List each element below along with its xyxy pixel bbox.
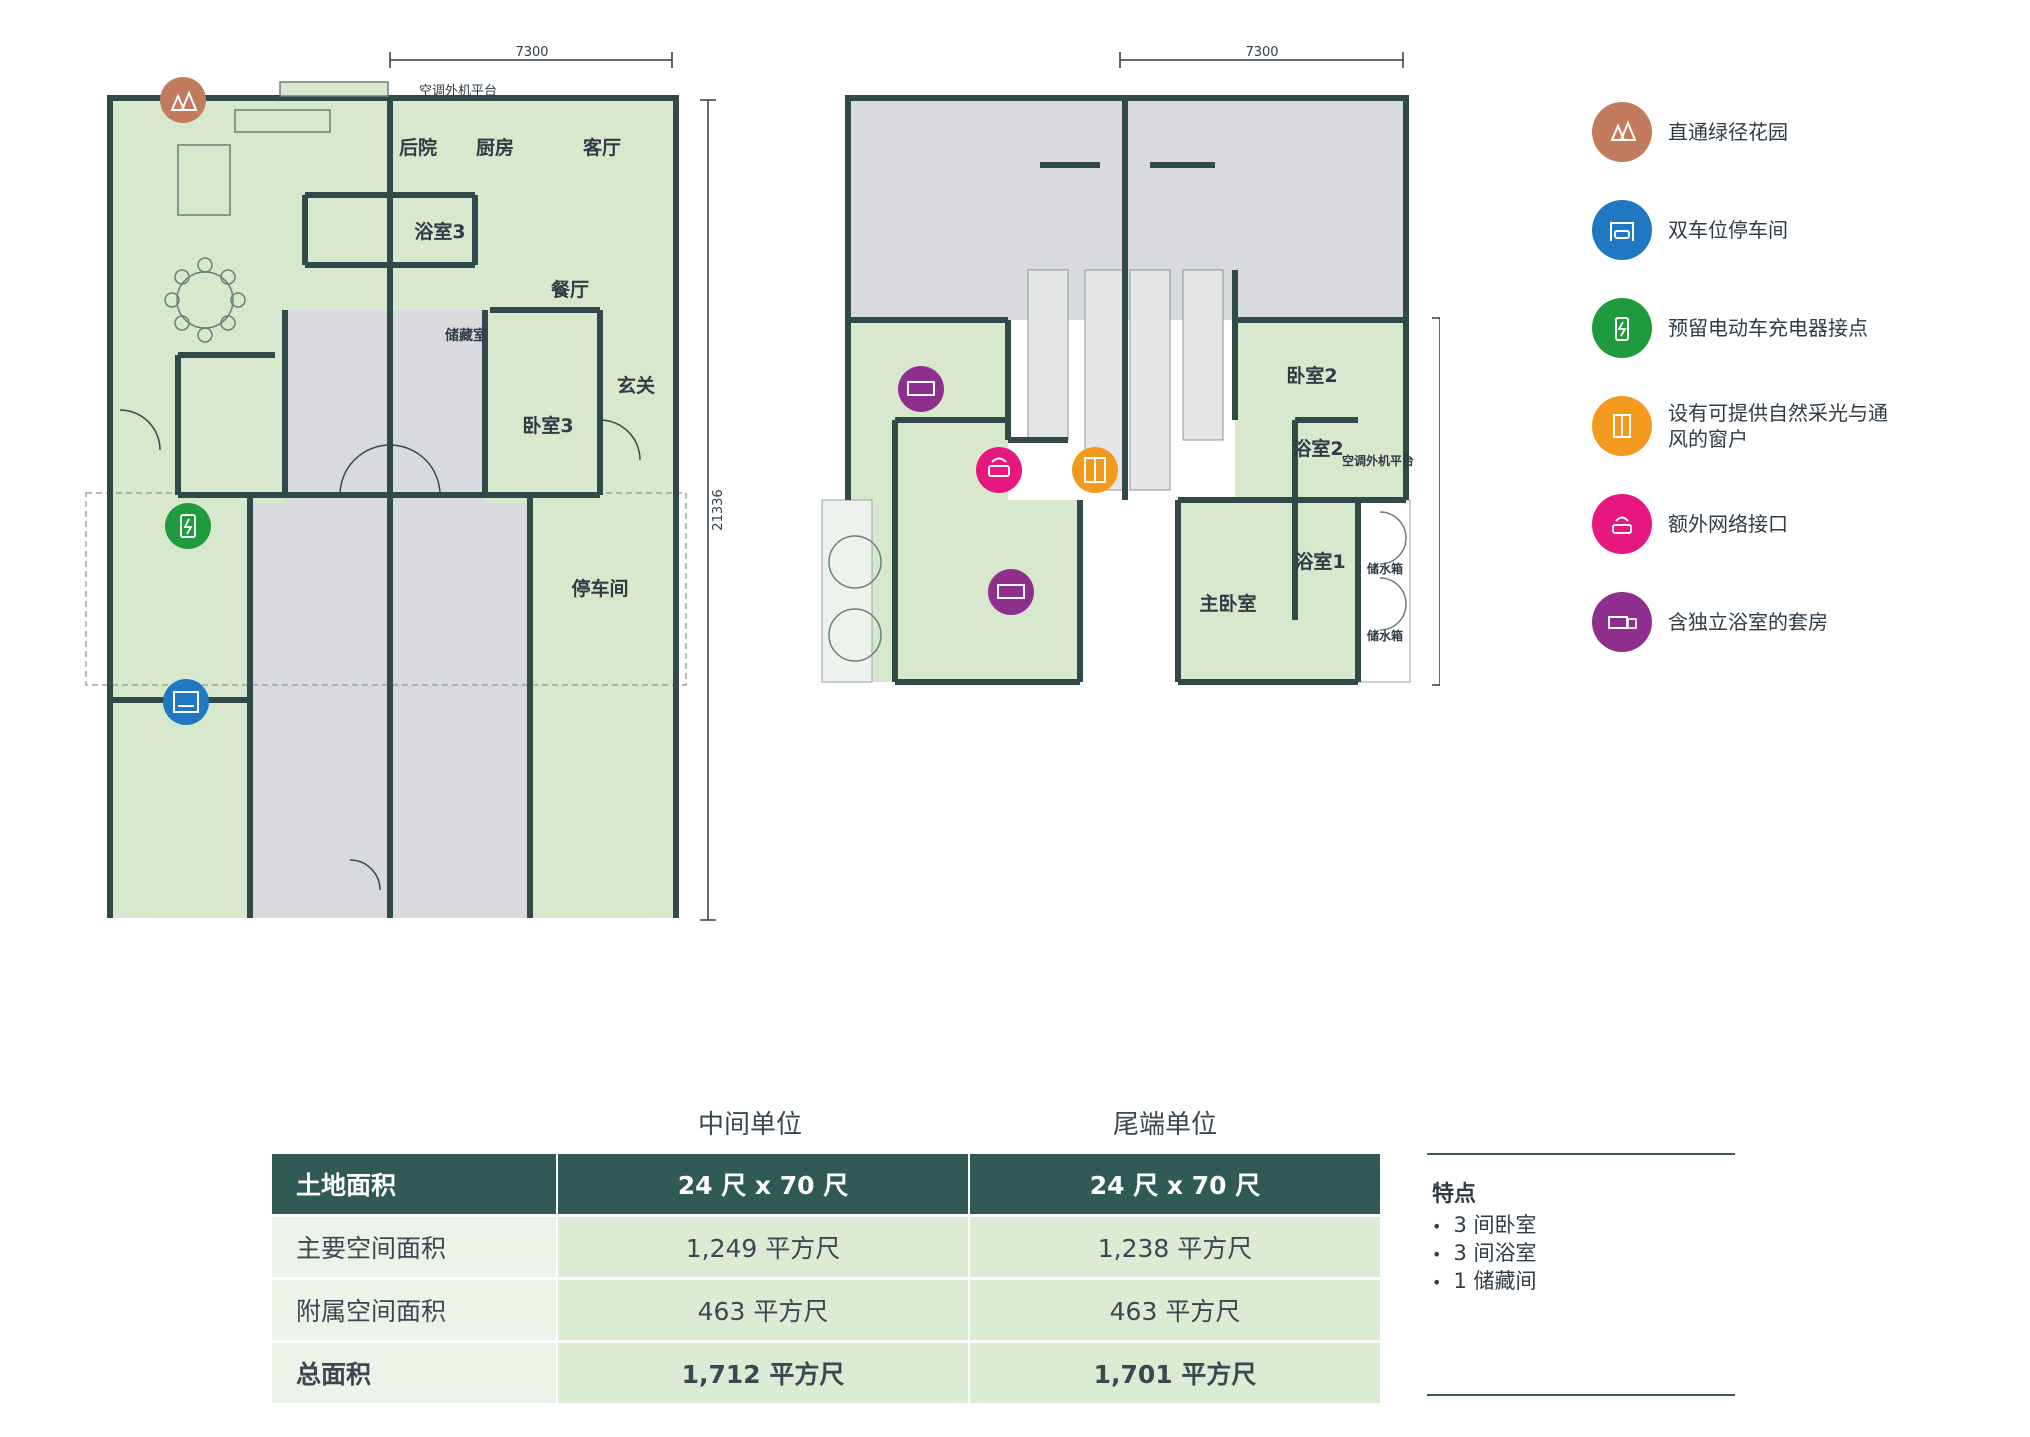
ground-label-carport: 停车间 [571,577,628,600]
ground-label-bedroom3: 卧室3 [522,414,573,437]
sofa [177,144,231,216]
row-label: 附属空间面积 [272,1277,557,1342]
water-tanks-left [828,535,882,662]
ground-walls [107,95,679,918]
first-dim-width-label: 7300 [1245,45,1278,60]
ensuite-bed-icon [1592,592,1652,652]
cell-middle: 1,249 平方尺 [556,1214,969,1279]
row-label: 总面积 [272,1340,557,1403]
cell-end: 1,238 平方尺 [968,1214,1380,1279]
table-row-land: 土地面积 24 尺 x 70 尺 24 尺 x 70 尺 [272,1154,1380,1216]
table-row-total: 总面积 1,712 平方尺 1,701 平方尺 [272,1340,1380,1403]
plan-window-icon [1072,447,1118,493]
legend-item-window: 设有可提供自然采光与通风的窗户 [1592,396,1888,456]
first-dim-width [1119,52,1404,68]
legend-item-router: 额外网络接口 [1592,494,1788,554]
ground-dim-width [389,52,673,68]
cell-middle: 1,712 平方尺 [556,1340,969,1403]
first-label-bath2: 浴室2 [1292,437,1343,460]
cell-middle: 463 平方尺 [556,1277,969,1342]
features-top-rule [1427,1153,1735,1155]
legend-item-garage: 双车位停车间 [1592,200,1788,260]
ground-label-kitchen: 厨房 [476,136,514,159]
feature-item: 3 间浴室 [1432,1240,1536,1268]
left-ledge [821,499,873,683]
table-row-main: 主要空间面积 1,249 平方尺 1,238 平方尺 [272,1214,1380,1279]
plan-garage-icon [163,679,209,725]
first-floor-plan: 7300 9535 [821,45,1440,686]
legend-item-ensuite: 含独立浴室的套房 [1592,592,1828,652]
ac-ledge-box [279,81,389,97]
row-label: 主要空间面积 [272,1214,557,1279]
stair-grey [285,310,485,503]
first-walls [845,95,1409,685]
tank-ledge [1357,499,1411,683]
legend-label-garage: 双车位停车间 [1668,218,1788,242]
first-label-bath1: 浴室1 [1294,550,1345,573]
table-row-ancillary: 附属空间面积 463 平方尺 463 平方尺 [272,1277,1380,1342]
legend-label-ensuite: 含独立浴室的套房 [1668,610,1828,634]
router-icon [1592,494,1652,554]
ground-label-storage: 储藏室 [444,327,487,344]
ground-label-dining: 餐厅 [551,278,589,301]
cell-end: 24 尺 x 70 尺 [968,1154,1380,1216]
ground-dim-height [700,99,716,921]
ground-label-backyard: 后院 [399,136,437,159]
legend-label-window: 设有可提供自然采光与通风的窗户 [1668,401,1888,451]
plan-ensuite-icon-2 [988,569,1034,615]
features-list: 3 间卧室 3 间浴室 1 储藏间 [1432,1212,1536,1296]
ground-label-bath3: 浴室3 [414,220,465,243]
garden-tree-icon [1592,102,1652,162]
legend-item-ev: 预留电动车充电器接点 [1592,298,1868,358]
row-label: 土地面积 [272,1154,557,1216]
bedroom2-area [1235,320,1406,502]
plan-ensuite-icon-1 [898,366,944,412]
ground-floor-plan: 7300 21336 [85,45,726,921]
ground-dim-height-label: 21336 [711,489,726,530]
column-header-middle: 中间单位 [698,1110,803,1140]
kitchen-counter [234,109,331,133]
window-light-icon [1592,396,1652,456]
area-table: 土地面积 24 尺 x 70 尺 24 尺 x 70 尺 主要空间面积 1,24… [272,1154,1380,1403]
first-label-ac-ledge: 空调外机平台 [1342,453,1414,468]
feature-item: 1 储藏间 [1432,1268,1536,1296]
ground-doors [119,409,641,891]
features-title: 特点 [1432,1182,1477,1207]
ground-dim-width-label: 7300 [515,45,548,60]
plan-router-icon [976,447,1022,493]
first-label-master: 主卧室 [1199,592,1256,615]
feature-item: 3 间卧室 [1432,1212,1536,1240]
plan-ev-charger-icon [165,503,211,549]
cell-end: 463 平方尺 [968,1277,1380,1342]
legend-label-ev: 预留电动车充电器接点 [1668,316,1868,340]
first-label-water-tank-2: 储水箱 [1367,628,1403,643]
ev-charger-icon [1592,298,1652,358]
features-bottom-rule [1427,1394,1735,1396]
cell-middle: 24 尺 x 70 尺 [556,1154,969,1216]
first-label-water-tank-1: 储水箱 [1367,561,1403,576]
first-dim-height [1432,317,1440,686]
ground-label-living: 客厅 [583,136,621,159]
water-tanks-right [1379,511,1407,631]
cell-end: 1,701 平方尺 [968,1340,1380,1403]
legend-label-router: 额外网络接口 [1668,512,1788,536]
car-garage-icon [1592,200,1652,260]
ground-label-ac-ledge: 空调外机平台 [419,84,497,99]
column-header-end: 尾端单位 [1113,1110,1218,1140]
first-label-bedroom2: 卧室2 [1286,364,1337,387]
legend-item-garden: 直通绿径花园 [1592,102,1788,162]
dining-table [164,257,246,343]
ground-label-foyer: 玄关 [617,374,655,397]
master-area [1178,500,1358,682]
plan-garden-icon [160,77,206,123]
legend-label-garden: 直通绿径花园 [1668,120,1788,144]
